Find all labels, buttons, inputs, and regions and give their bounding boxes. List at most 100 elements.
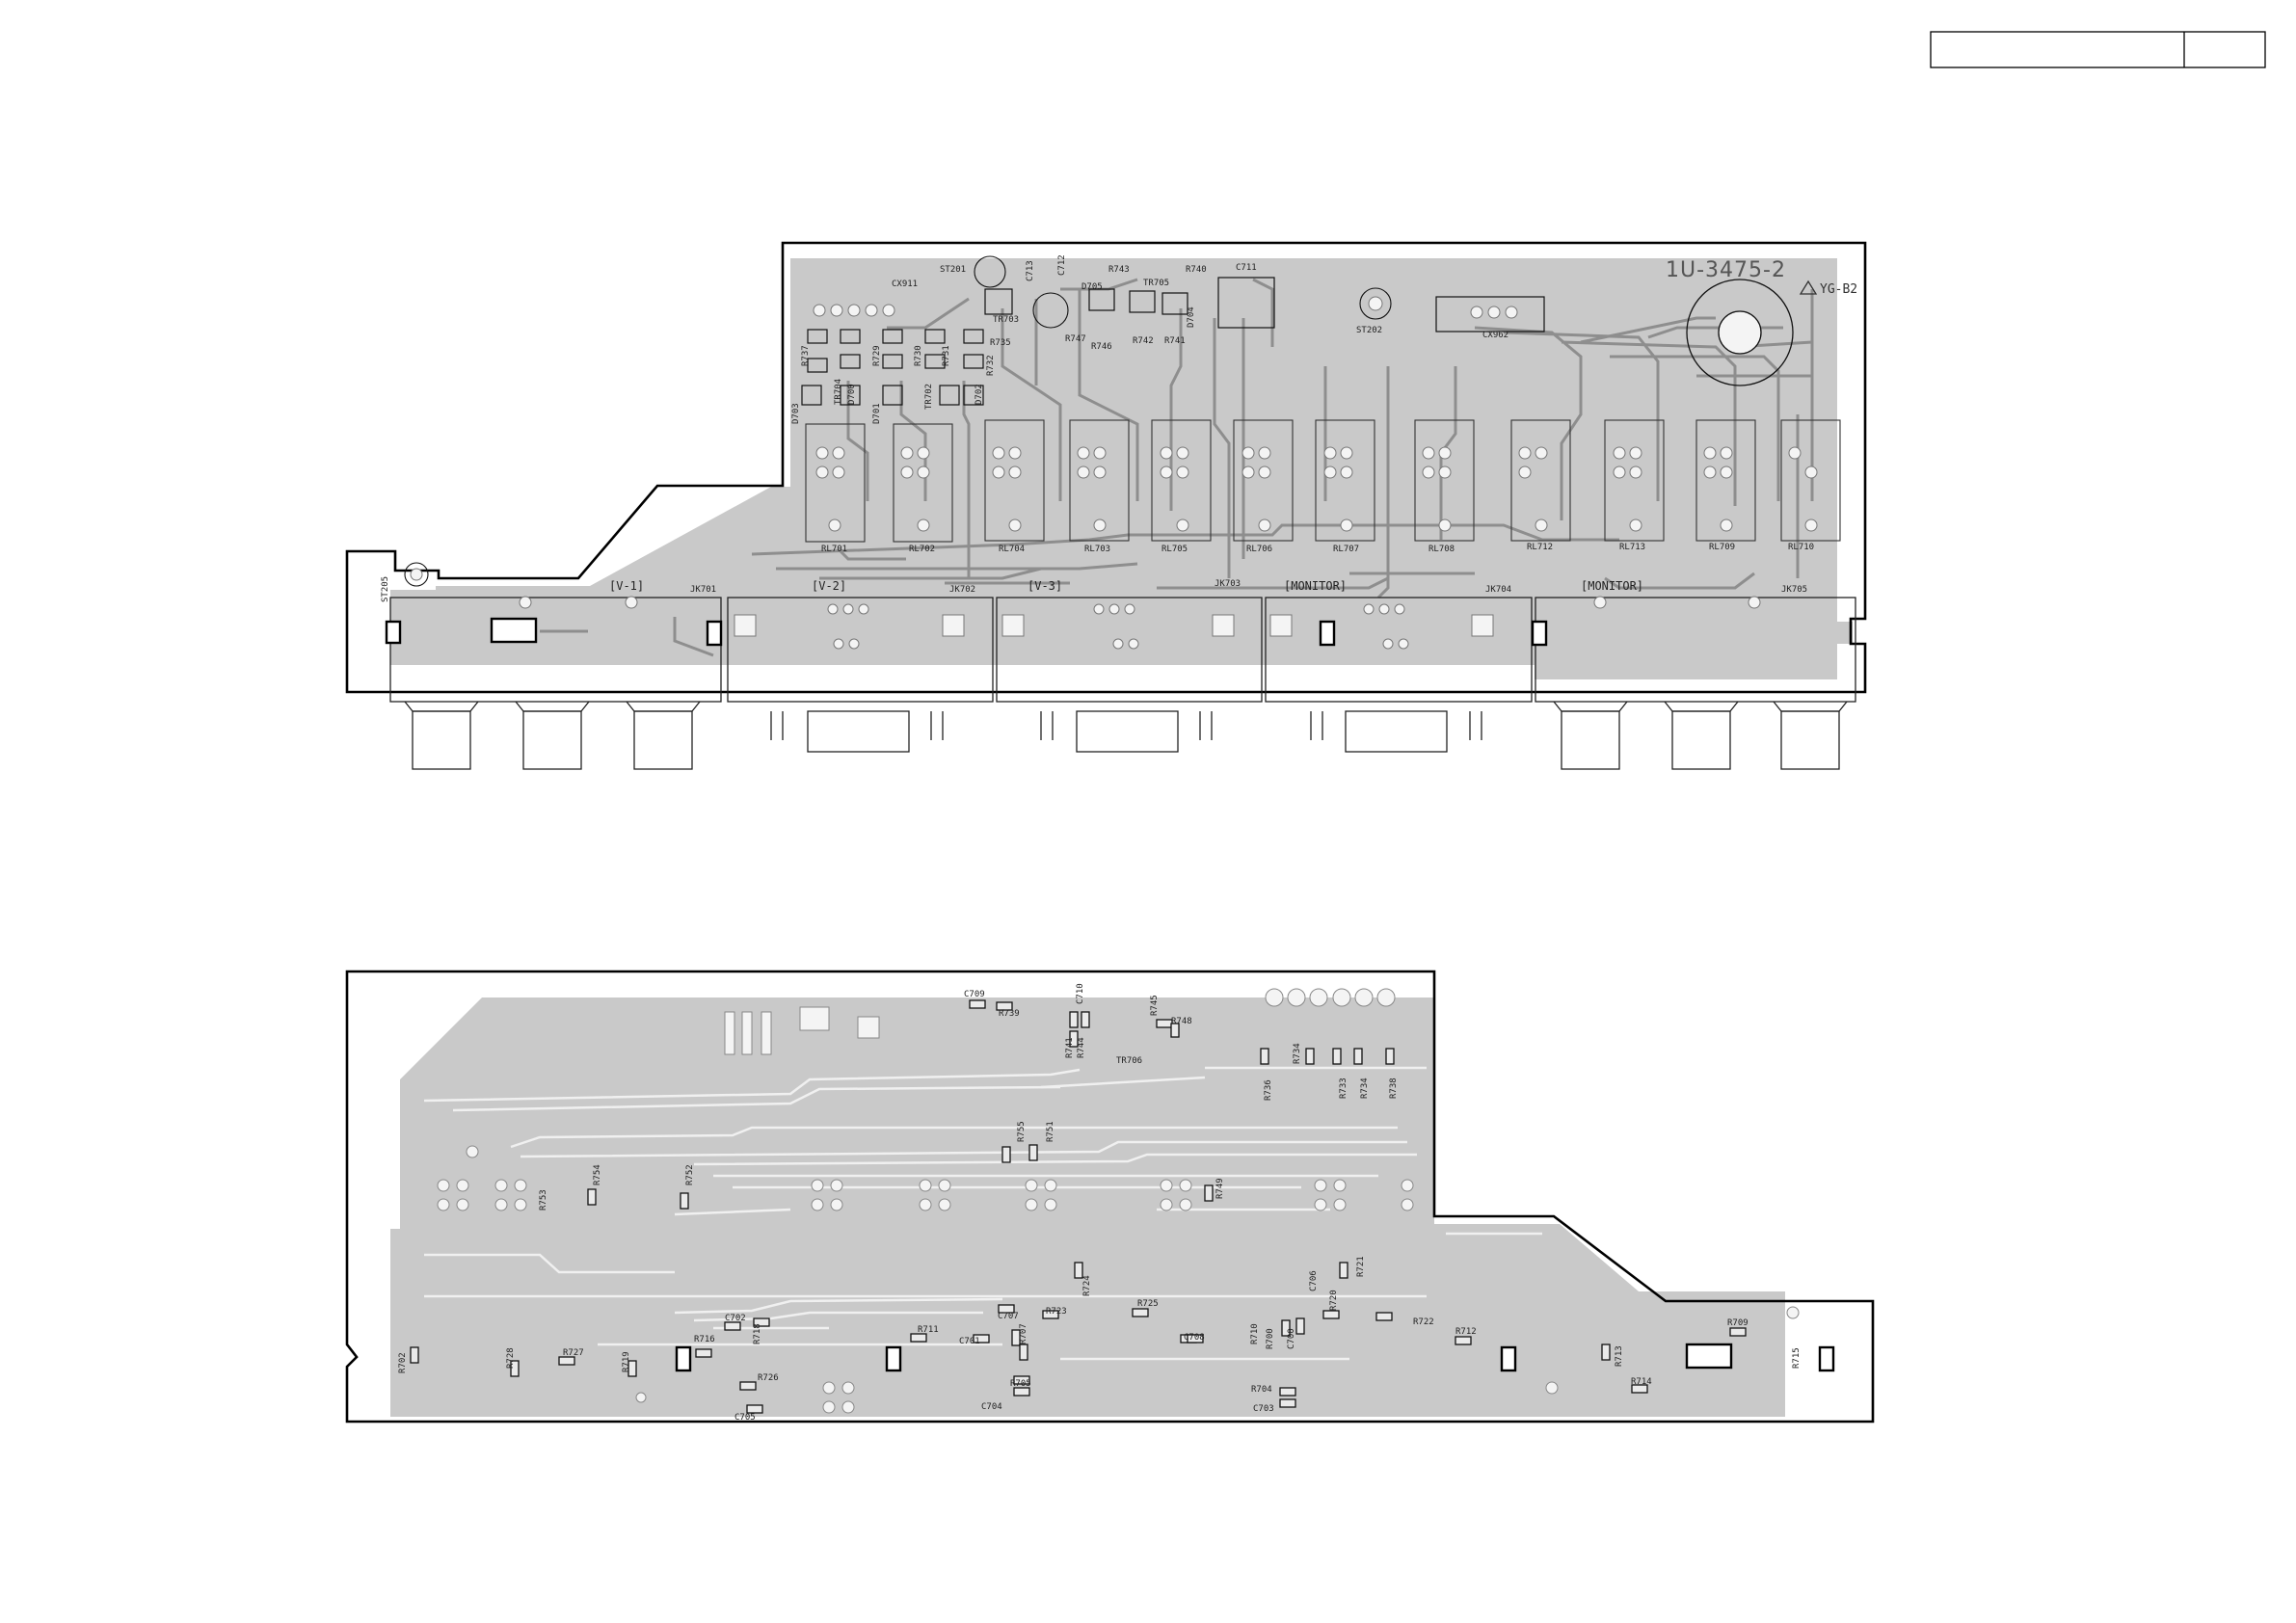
part-label: R729 <box>872 345 882 366</box>
part-label: R704 <box>1251 1385 1272 1395</box>
part-label: R722 <box>1413 1317 1434 1327</box>
connector-label: CX911 <box>892 279 918 289</box>
part-label: D700 <box>847 384 857 405</box>
section-label: [MONITOR] <box>1284 579 1347 593</box>
part-label: R755 <box>1017 1121 1027 1142</box>
part-label: R727 <box>563 1348 584 1358</box>
part-label: R709 <box>1727 1318 1749 1328</box>
section-labels: [V-1] [V-2] [V-3] [MONITOR] [MONITOR] JK… <box>609 579 1807 595</box>
part-label: R711 <box>918 1325 939 1335</box>
relay-label: RL701 <box>821 545 847 554</box>
part-label: R724 <box>1082 1275 1092 1296</box>
part-label: R733 <box>1339 1078 1348 1099</box>
top-left-parts <box>404 255 1794 587</box>
part-label: R741 <box>1164 336 1186 346</box>
part-label: R700 <box>1266 1328 1275 1349</box>
part-label: R734 <box>1360 1078 1370 1099</box>
bottom-board-copper <box>390 998 1785 1417</box>
part-label: TR702 <box>924 384 934 410</box>
part-label: R702 <box>398 1352 408 1373</box>
part-label: R710 <box>1250 1323 1260 1344</box>
part-label: R732 <box>986 355 996 376</box>
sub-id-label: YG-B2 <box>1820 282 1857 297</box>
part-label: C709 <box>964 990 985 999</box>
part-label: C707 <box>998 1312 1019 1321</box>
part-label: TR704 <box>834 379 843 405</box>
relay-label: RL708 <box>1428 545 1455 554</box>
part-label: R715 <box>1792 1347 1802 1369</box>
part-label: R738 <box>1389 1078 1399 1099</box>
part-label: R730 <box>914 345 923 366</box>
part-label: R720 <box>1329 1290 1339 1311</box>
relay-label: RL709 <box>1709 543 1735 552</box>
jack-label: JK702 <box>949 585 975 595</box>
part-label: C703 <box>1253 1404 1274 1414</box>
part-label: R713 <box>1615 1345 1624 1367</box>
part-label: D705 <box>1081 282 1103 292</box>
top-part-labels: C713 C712 C711 D705 R743 TR705 R740 R747… <box>791 254 1257 424</box>
standoff-label: ST202 <box>1356 326 1382 335</box>
part-label: R737 <box>801 345 811 366</box>
part-label: R705 <box>1010 1379 1031 1389</box>
part-label: R719 <box>622 1351 631 1372</box>
part-label: R736 <box>1264 1079 1273 1101</box>
connector-label: CX962 <box>1482 331 1508 340</box>
part-label: C706 <box>1309 1270 1319 1291</box>
section-label: [V-2] <box>812 579 846 593</box>
part-label: R751 <box>1046 1121 1055 1142</box>
part-label: D703 <box>791 403 801 424</box>
jack-label: JK701 <box>690 585 716 595</box>
jack-label: JK705 <box>1781 585 1807 595</box>
part-label: R716 <box>694 1335 715 1344</box>
part-label: C712 <box>1057 254 1067 276</box>
relay-label: RL707 <box>1333 545 1359 554</box>
part-label: R731 <box>942 345 951 366</box>
relay-label: RL710 <box>1788 543 1814 552</box>
part-label: R726 <box>758 1373 779 1383</box>
part-label: R707 <box>1019 1323 1028 1344</box>
jack-label: JK704 <box>1485 585 1511 595</box>
section-label: [MONITOR] <box>1581 579 1643 593</box>
part-label: C704 <box>981 1402 1002 1412</box>
part-label: R721 <box>1356 1256 1366 1277</box>
part-label: R743 <box>1108 265 1130 275</box>
bottom-part-labels: C709 R739 C710 R745 R748 R741 R744 TR706… <box>398 983 1802 1423</box>
part-label: C701 <box>959 1337 980 1346</box>
top-board-copper <box>390 258 1853 679</box>
board-id-label: 1U-3475-2 <box>1666 258 1786 282</box>
part-label: R742 <box>1133 336 1154 346</box>
part-label: R752 <box>685 1164 695 1185</box>
part-label: C700 <box>1287 1328 1296 1349</box>
part-label: D702 <box>974 384 984 405</box>
relay-label: RL712 <box>1527 543 1553 552</box>
relay-labels: RL701 RL702 RL704 RL703 RL705 RL706 RL70… <box>821 543 1814 554</box>
title-block <box>1930 31 2266 68</box>
part-label: R735 <box>990 338 1011 348</box>
part-label: R754 <box>593 1164 602 1185</box>
bottom-board-outline <box>345 970 1875 1423</box>
relay-label: RL713 <box>1619 543 1645 552</box>
relay-label: RL703 <box>1084 545 1110 554</box>
part-label: R747 <box>1065 334 1086 344</box>
part-label: R740 <box>1186 265 1207 275</box>
standoff-label: ST201 <box>940 265 966 275</box>
part-label: C713 <box>1026 260 1035 281</box>
part-label: TR706 <box>1116 1056 1142 1066</box>
relay-group <box>805 419 1841 543</box>
jack-label: JK703 <box>1215 579 1241 589</box>
part-label: D704 <box>1187 306 1196 328</box>
part-label: C705 <box>734 1413 756 1423</box>
part-label: R734 <box>1293 1043 1302 1064</box>
section-label: [V-1] <box>609 579 644 593</box>
part-label: R746 <box>1091 342 1112 352</box>
part-label: R745 <box>1150 995 1160 1016</box>
relay-label: RL706 <box>1246 545 1272 554</box>
part-label: C711 <box>1236 263 1257 273</box>
part-label: R741 <box>1065 1037 1075 1058</box>
part-label: R718 <box>753 1323 762 1344</box>
part-label: C708 <box>1184 1333 1205 1343</box>
standoff-label: ST205 <box>381 576 390 602</box>
part-label: R712 <box>1455 1327 1477 1337</box>
top-board: RL701 RL702 RL704 RL703 RL705 RL706 RL70… <box>345 241 1867 770</box>
part-label: C702 <box>725 1314 746 1323</box>
